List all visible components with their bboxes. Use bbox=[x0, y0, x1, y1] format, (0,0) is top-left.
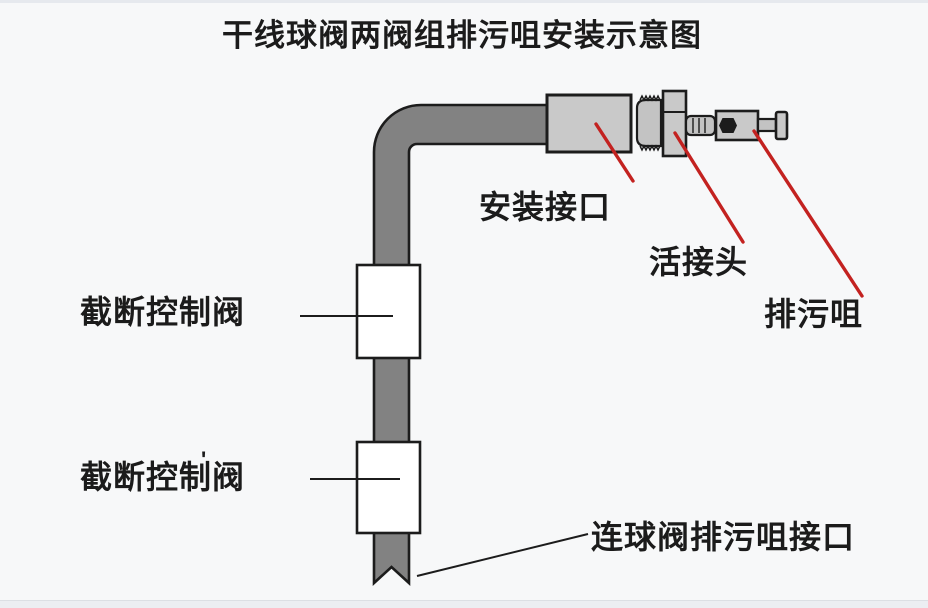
top-edge-strip bbox=[0, 0, 928, 3]
label-install-port: 安装接口 bbox=[479, 189, 612, 225]
label-cutoff-valve-lower: 截断控制阀 bbox=[80, 459, 246, 495]
cutoff-valve-upper-body bbox=[355, 263, 422, 360]
label-union-joint: 活接头 bbox=[649, 244, 749, 280]
threaded-stem bbox=[684, 114, 717, 137]
nozzle-end-cap bbox=[774, 110, 789, 141]
leader-install-port bbox=[594, 122, 635, 183]
leader-drain-nozzle bbox=[752, 129, 864, 298]
stray-tick-mark: ' bbox=[201, 447, 207, 472]
leader-union-joint bbox=[673, 131, 745, 244]
label-cutoff-valve-upper: 截断控制阀 bbox=[80, 294, 246, 330]
hex-plug-icon bbox=[719, 118, 737, 133]
install-port-block bbox=[545, 93, 633, 154]
cutoff-valve-lower-body bbox=[355, 440, 422, 535]
union-nut-thread-bottom bbox=[639, 144, 661, 152]
union-nut bbox=[635, 98, 663, 148]
leader-ball-valve-port bbox=[416, 533, 589, 577]
bottom-edge-strip bbox=[0, 600, 928, 608]
union-nut-thread-top bbox=[639, 94, 661, 102]
label-ball-valve-drain-port: 连球阀排污咀接口 bbox=[591, 519, 856, 555]
diagram-title: 干线球阀两阀组排污咀安装示意图 bbox=[222, 18, 702, 53]
nozzle-stem bbox=[756, 117, 778, 133]
label-drain-nozzle: 排污咀 bbox=[764, 296, 864, 332]
